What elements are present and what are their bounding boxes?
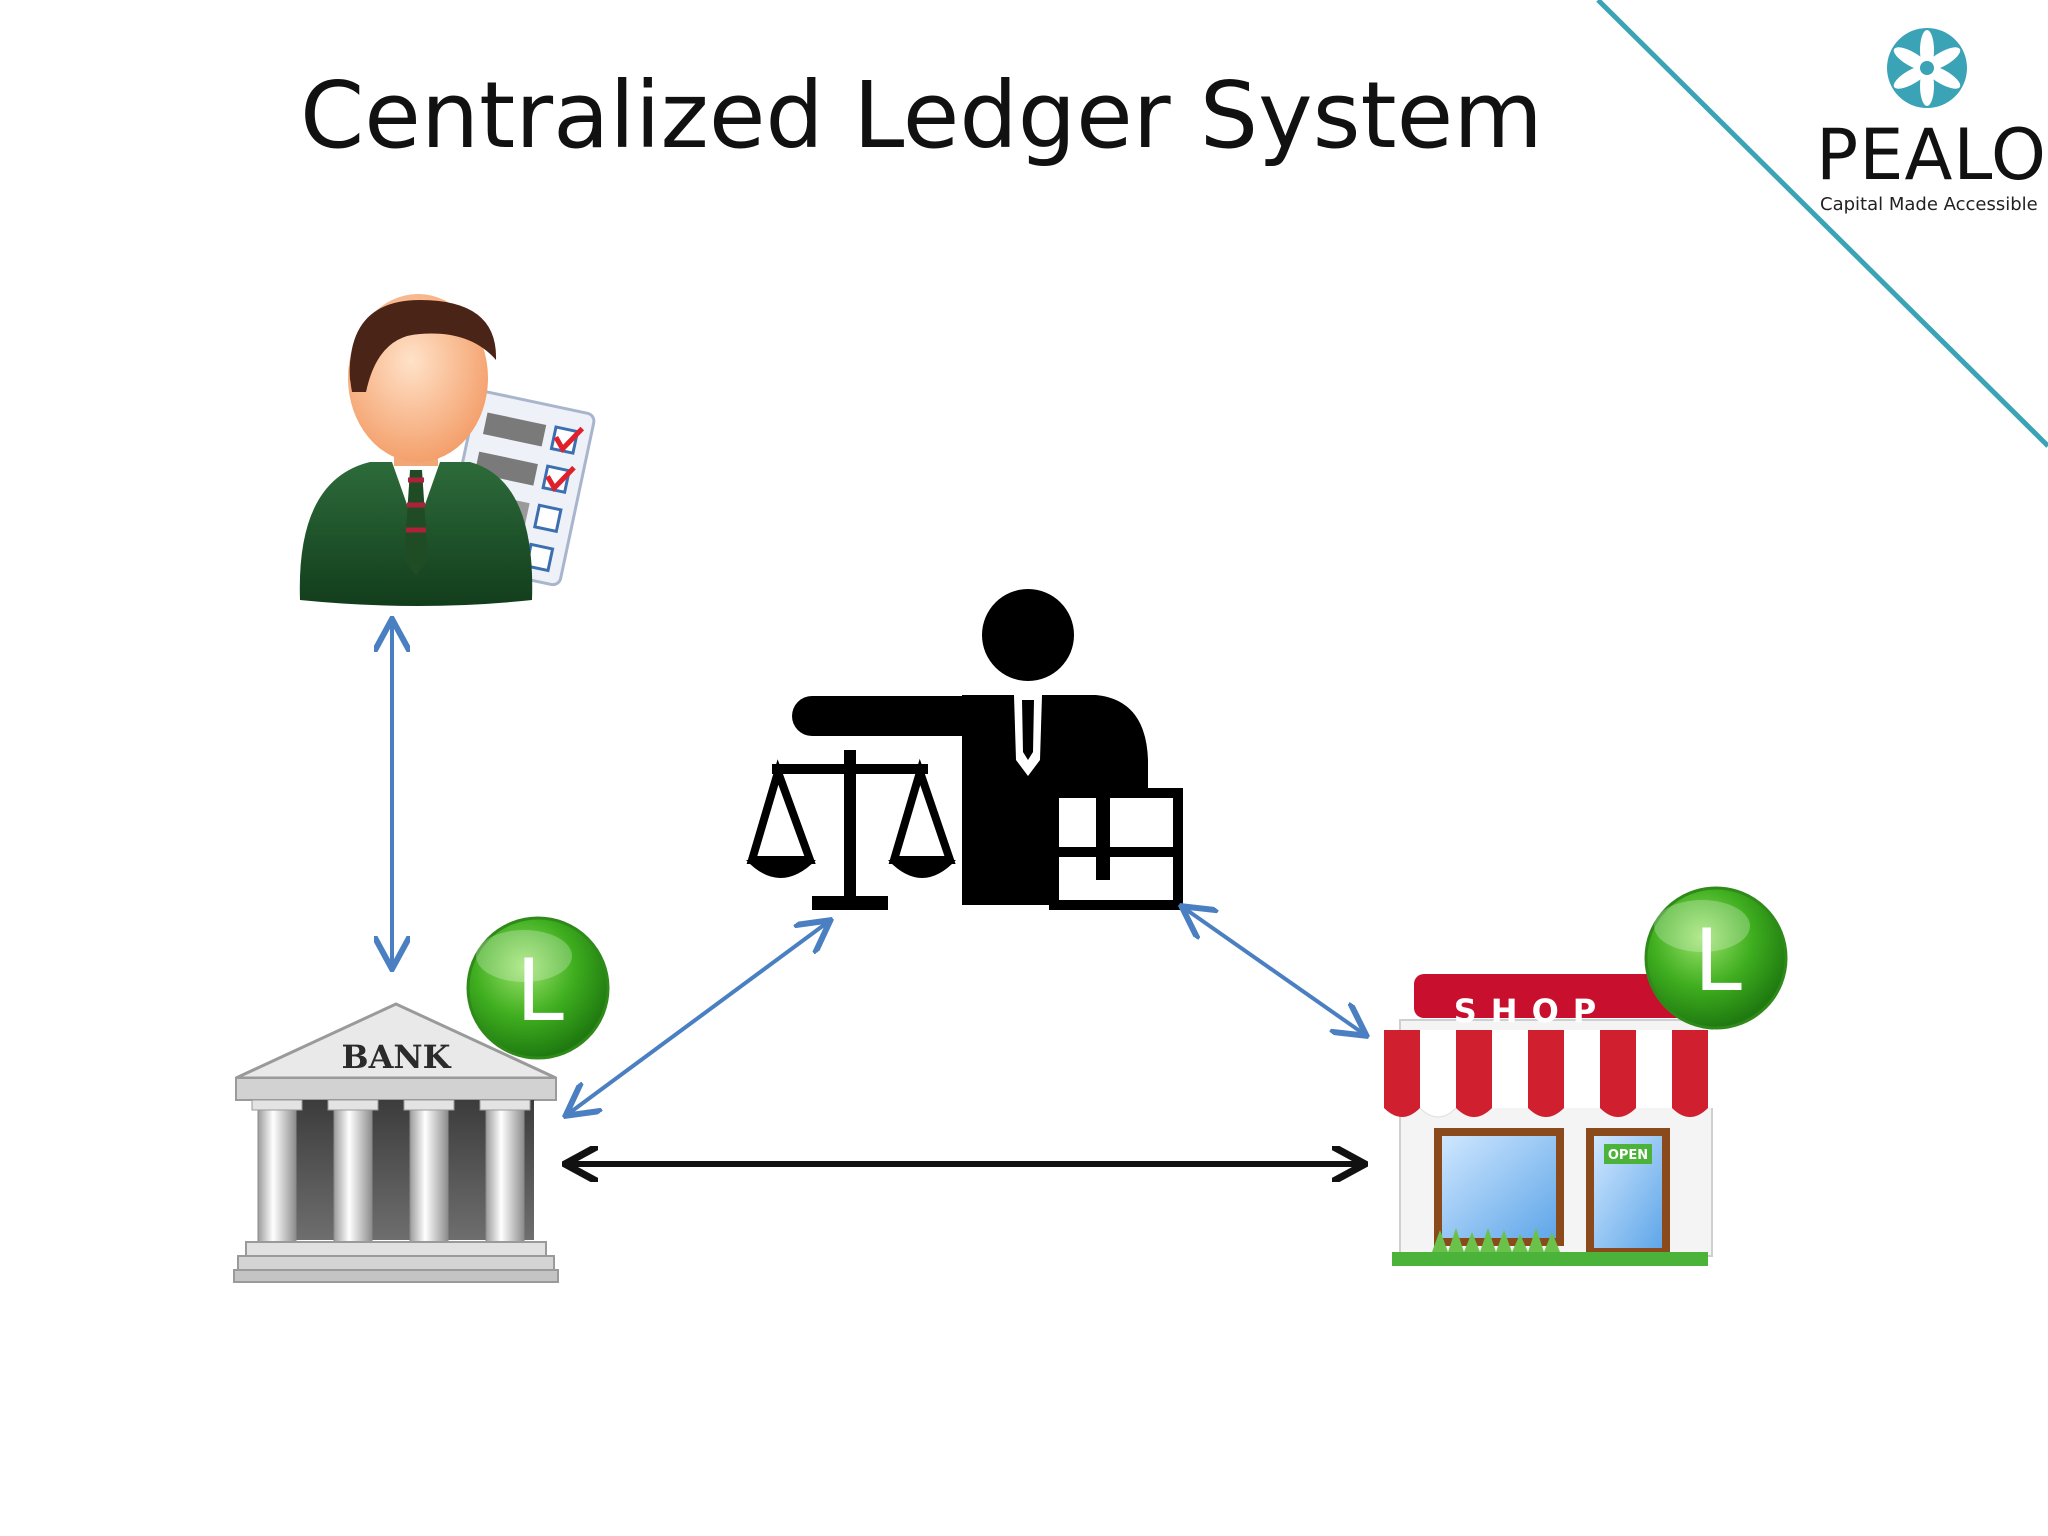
pealo-logo-icon (1887, 28, 1967, 108)
logo-accent-line (1596, 0, 2048, 448)
shop-label: SHOP (1454, 992, 1610, 1030)
logo-tagline: Capital Made Accessible (1820, 194, 2038, 215)
judge-scales-icon (746, 589, 1183, 910)
businessman-icon (299, 294, 596, 606)
arrow-judge-shop (1184, 908, 1364, 1034)
ledger-badge-icon: L (1644, 886, 1788, 1030)
logo-wordmark: PEALO (1816, 114, 2047, 196)
ledger-badge-icon: L (466, 916, 610, 1060)
bank-badge-letter: L (516, 941, 564, 1041)
bank-label: BANK (342, 1038, 452, 1076)
shop-badge-letter: L (1694, 911, 1742, 1011)
shop-icon: OPEN SHOP (1384, 974, 1724, 1266)
bank-icon: BANK (233, 1002, 559, 1283)
arrow-bank-judge (568, 922, 828, 1114)
slide-title: Centralized Ledger System (300, 62, 1543, 169)
shop-door-sign: OPEN (1608, 1148, 1648, 1163)
